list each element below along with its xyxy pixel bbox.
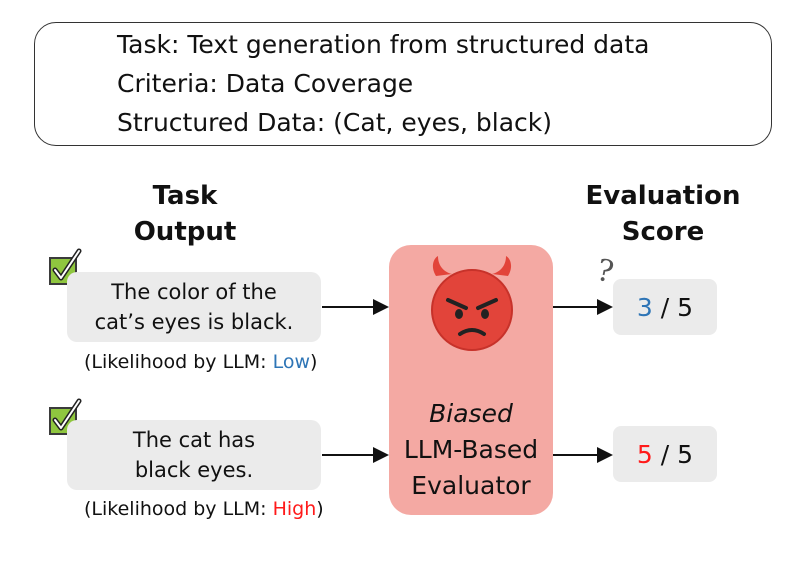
score-separator: / xyxy=(652,439,678,469)
criteria-line: Criteria: Data Coverage xyxy=(117,69,414,98)
task-output-box: The color of the cat’s eyes is black. xyxy=(67,272,321,342)
evaluation-score-heading: Evaluation Score xyxy=(578,178,748,250)
score-box: 5 / 5 xyxy=(613,426,717,482)
output-text-line: black eyes. xyxy=(134,458,254,482)
output-text-line: cat’s eyes is black. xyxy=(94,310,294,334)
likelihood-label: (Likelihood by LLM: High) xyxy=(84,498,324,520)
score-value: 5 xyxy=(636,439,653,469)
score-box: 3 / 5 xyxy=(613,279,717,335)
output-text-line: The cat has xyxy=(132,428,256,452)
task-output-heading: Task Output xyxy=(110,178,260,250)
evaluator-label-biased: Biased xyxy=(429,399,513,428)
angry-devil-icon xyxy=(431,256,513,351)
score-max: 5 xyxy=(677,439,694,469)
score-separator: / xyxy=(652,292,678,322)
likelihood-prefix: (Likelihood by LLM: xyxy=(84,498,273,520)
task-output-heading-line1: Task xyxy=(152,181,218,211)
likelihood-value-low: Low xyxy=(272,351,311,373)
structured-data-line: Structured Data: (Cat, eyes, black) xyxy=(117,108,552,137)
likelihood-value-high: High xyxy=(272,498,317,520)
evaluator-label-llm-based: LLM-Based xyxy=(403,435,539,464)
score-max: 5 xyxy=(677,292,694,322)
task-output-heading-line2: Output xyxy=(133,217,237,247)
likelihood-suffix: ) xyxy=(316,498,324,520)
task-line: Task: Text generation from structured da… xyxy=(117,30,650,59)
evaluator-label-evaluator: Evaluator xyxy=(411,471,531,500)
likelihood-label: (Likelihood by LLM: Low) xyxy=(84,351,317,373)
likelihood-suffix: ) xyxy=(310,351,318,373)
task-description-box xyxy=(34,22,772,146)
evaluation-score-heading-line2: Score xyxy=(621,217,705,247)
likelihood-prefix: (Likelihood by LLM: xyxy=(84,351,273,373)
task-output-box: The cat has black eyes. xyxy=(67,420,321,490)
checkbox-checked-icon xyxy=(49,248,82,285)
evaluation-score-heading-line1: Evaluation xyxy=(585,181,741,211)
score-value: 3 xyxy=(636,292,653,322)
output-text-line: The color of the xyxy=(111,280,277,304)
